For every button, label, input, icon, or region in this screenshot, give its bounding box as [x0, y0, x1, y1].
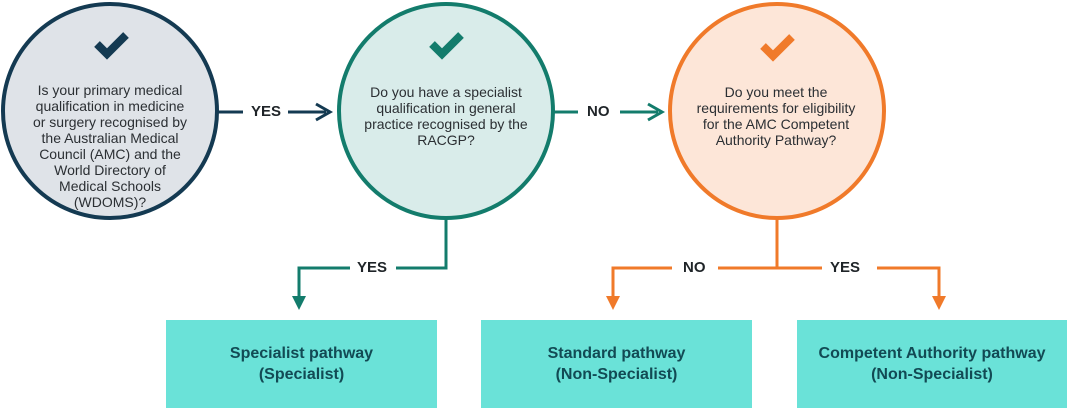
arrow-down-icon	[932, 296, 946, 310]
outcome-subtitle: (Non-Specialist)	[555, 366, 678, 383]
arrow-right-icon	[315, 102, 334, 122]
connector-label-q1-q2: YES	[245, 103, 288, 121]
outcome-title: Standard pathway	[547, 345, 686, 362]
arrow-down-icon	[606, 296, 620, 310]
connector-label-q3-standard: NO	[677, 259, 712, 277]
question-text-3: Do you meet the requirements for eligibi…	[696, 84, 856, 148]
arrow-down-icon	[292, 296, 306, 310]
check-icon	[94, 32, 129, 60]
outcome-subtitle: (Non-Specialist)	[871, 366, 993, 383]
connector-q2-q3	[553, 102, 666, 122]
connector-label-q3-competent: YES	[824, 259, 867, 277]
connector-q1-q2	[217, 102, 334, 122]
check-icon	[429, 32, 464, 60]
outcome-title: Competent Authority pathway	[818, 345, 1046, 362]
connector-label-q2-q3: NO	[581, 103, 616, 121]
question-text-2: Do you have a specialist qualification i…	[364, 84, 528, 148]
outcome-box-standard: Standard pathway (Non-Specialist)	[481, 320, 752, 408]
question-text-1: Is your primary medical qualification in…	[32, 82, 188, 210]
connector-q3-outcomes	[606, 218, 946, 310]
arrow-right-icon	[647, 102, 666, 122]
outcome-box-specialist: Specialist pathway (Specialist)	[166, 320, 437, 408]
outcome-subtitle: (Specialist)	[258, 366, 345, 383]
outcome-title: Specialist pathway	[229, 345, 374, 362]
connector-q2-specialist	[292, 218, 448, 310]
connector-label-q2-specialist: YES	[351, 259, 394, 277]
check-icon	[760, 34, 795, 62]
outcome-box-competent-authority: Competent Authority pathway (Non-Special…	[797, 320, 1067, 408]
